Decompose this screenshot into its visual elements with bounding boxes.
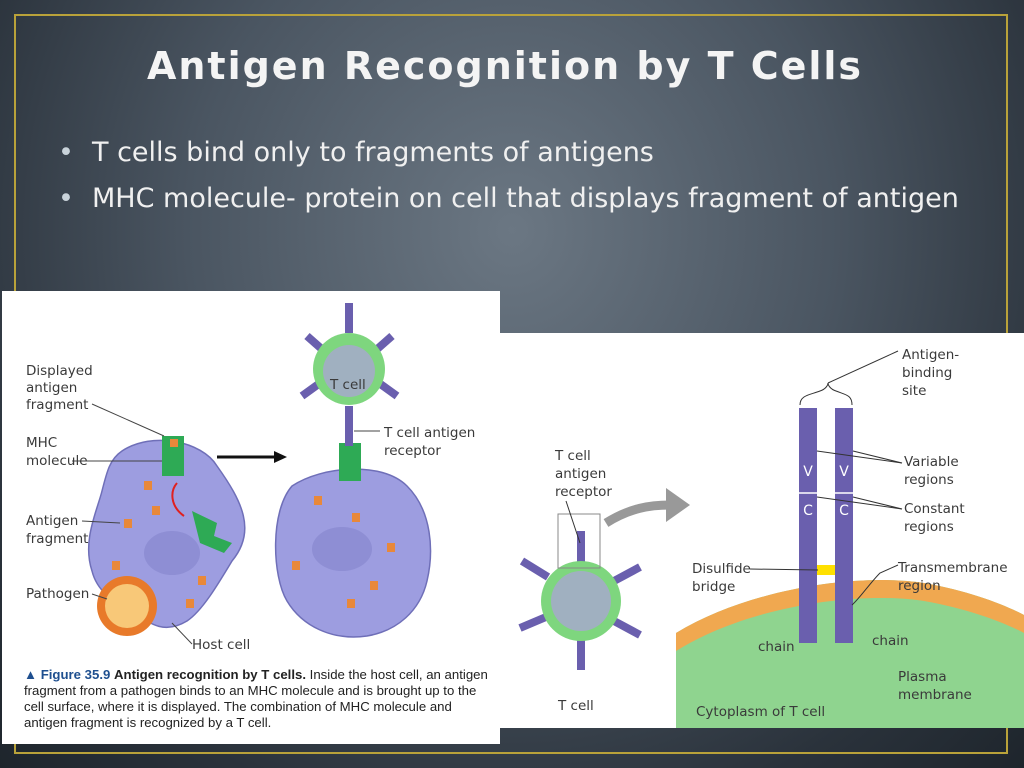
label-variable-regions-1: Variable <box>904 454 959 470</box>
label-antigen-fragment-1: Antigen <box>26 513 78 529</box>
figure-left-diagram: Displayed antigen fragment MHC molecule … <box>26 303 475 653</box>
fragment-dot <box>144 481 152 490</box>
pathogen-shape <box>97 576 157 636</box>
bullet-list: • T cells bind only to fragments of antig… <box>58 130 988 222</box>
receptor-chain-left <box>799 408 817 643</box>
label-rf-t-cell: T cell <box>557 698 594 714</box>
mhc-inside-shape <box>192 511 232 553</box>
bullet-item: • T cells bind only to fragments of antig… <box>58 130 988 176</box>
fragment-dot <box>352 513 360 522</box>
label-rf-t-cell-antigen-receptor-2: antigen <box>555 466 606 482</box>
label-rf-t-cell-antigen-receptor-1: T cell <box>554 448 591 464</box>
fragment-dot <box>124 519 132 528</box>
figure-caption: ▲ Figure 35.9 Antigen recognition by T c… <box>24 667 494 731</box>
t-cell-shape <box>299 303 400 446</box>
bullet-dot-icon: • <box>58 183 74 214</box>
label-transmembrane-region-2: region <box>898 578 941 594</box>
label-antigen-fragment-2: fragment <box>26 531 88 547</box>
mhc-molecule-shape <box>162 436 184 476</box>
label-disulfide-bridge-2: bridge <box>692 579 735 595</box>
label-mhc-molecule-1: MHC <box>26 435 57 451</box>
label-host-cell: Host cell <box>192 637 250 653</box>
label-disulfide-bridge-1: Disulfide <box>692 561 751 577</box>
fragment-dot <box>152 506 160 515</box>
label-antigen-binding-site-1: Antigen- <box>902 347 959 363</box>
bullet-dot-icon: • <box>58 137 74 168</box>
label-t-cell-antigen-receptor-1: T cell antigen <box>383 425 475 441</box>
cytoplasm-shape <box>676 580 1024 728</box>
receptor-chain-right <box>835 408 853 643</box>
label-rf-t-cell-antigen-receptor-3: receptor <box>555 484 612 500</box>
label-displayed-antigen-fragment-2: antigen <box>26 380 77 396</box>
caption-title: Antigen recognition by T cells. <box>114 667 306 682</box>
disulfide-bridge-shape <box>817 565 835 575</box>
caption-text: Inside the host cell, an antigen fragmen… <box>24 667 488 730</box>
label-pathogen: Pathogen <box>26 586 89 602</box>
fragment-dot <box>347 599 355 608</box>
fragment-dot <box>314 496 322 505</box>
label-v-left: V <box>803 464 813 480</box>
fragment-dot <box>370 581 378 590</box>
label-t-cell: T cell <box>329 377 366 393</box>
bullet-text: MHC molecule- protein on cell that displ… <box>92 183 959 214</box>
displayed-fragment-shape <box>170 439 178 447</box>
zoom-box <box>557 513 601 569</box>
fragment-dot <box>112 561 120 570</box>
slide-title: Antigen Recognition by T Cells <box>146 44 864 88</box>
label-mhc-molecule-2: molecule <box>26 453 88 469</box>
label-displayed-antigen-fragment-3: fragment <box>26 397 88 413</box>
label-cytoplasm: Cytoplasm of T cell <box>696 704 825 720</box>
label-constant-regions-2: regions <box>904 519 954 535</box>
label-chain-left: chain <box>758 639 795 655</box>
plasma-membrane-shape <box>676 580 1024 651</box>
fragment-dot <box>198 576 206 585</box>
zoom-arrow <box>603 500 671 527</box>
fragment-dot <box>186 599 194 608</box>
small-t-cell-shape <box>518 531 642 670</box>
label-variable-regions-2: regions <box>904 472 954 488</box>
label-displayed-antigen-fragment-1: Displayed <box>26 363 93 379</box>
label-c-left: C <box>803 503 813 519</box>
label-antigen-binding-site-3: site <box>902 383 926 399</box>
label-transmembrane-region-1: Transmembrane <box>897 560 1008 576</box>
host-cell-nucleus <box>144 531 200 575</box>
label-plasma-membrane-1: Plasma <box>898 669 947 685</box>
label-antigen-binding-site-2: binding <box>902 365 952 381</box>
transport-arrow <box>171 482 185 517</box>
bullet-text: T cells bind only to fragments of antige… <box>92 137 654 168</box>
label-v-right: V <box>839 464 849 480</box>
bullet-item: • MHC molecule- protein on cell that disp… <box>58 176 988 222</box>
label-plasma-membrane-2: membrane <box>898 687 972 703</box>
figure-right-diagram: V V C C T cell antigen rec <box>518 347 1024 728</box>
caption-figure-number: ▲ Figure 35.9 <box>24 667 111 682</box>
fragment-dot <box>292 561 300 570</box>
fragment-dot <box>387 543 395 552</box>
label-constant-regions-1: Constant <box>904 501 965 517</box>
label-c-right: C <box>839 503 849 519</box>
figure-left-panel: Displayed antigen fragment MHC molecule … <box>2 291 500 744</box>
label-chain-right: chain <box>872 633 909 649</box>
figure-right-panel: V V C C T cell antigen rec <box>500 333 1024 728</box>
mhc-on-surface-shape <box>339 443 361 481</box>
label-t-cell-antigen-receptor-2: receptor <box>384 443 441 459</box>
binding-site-brace <box>799 382 853 406</box>
